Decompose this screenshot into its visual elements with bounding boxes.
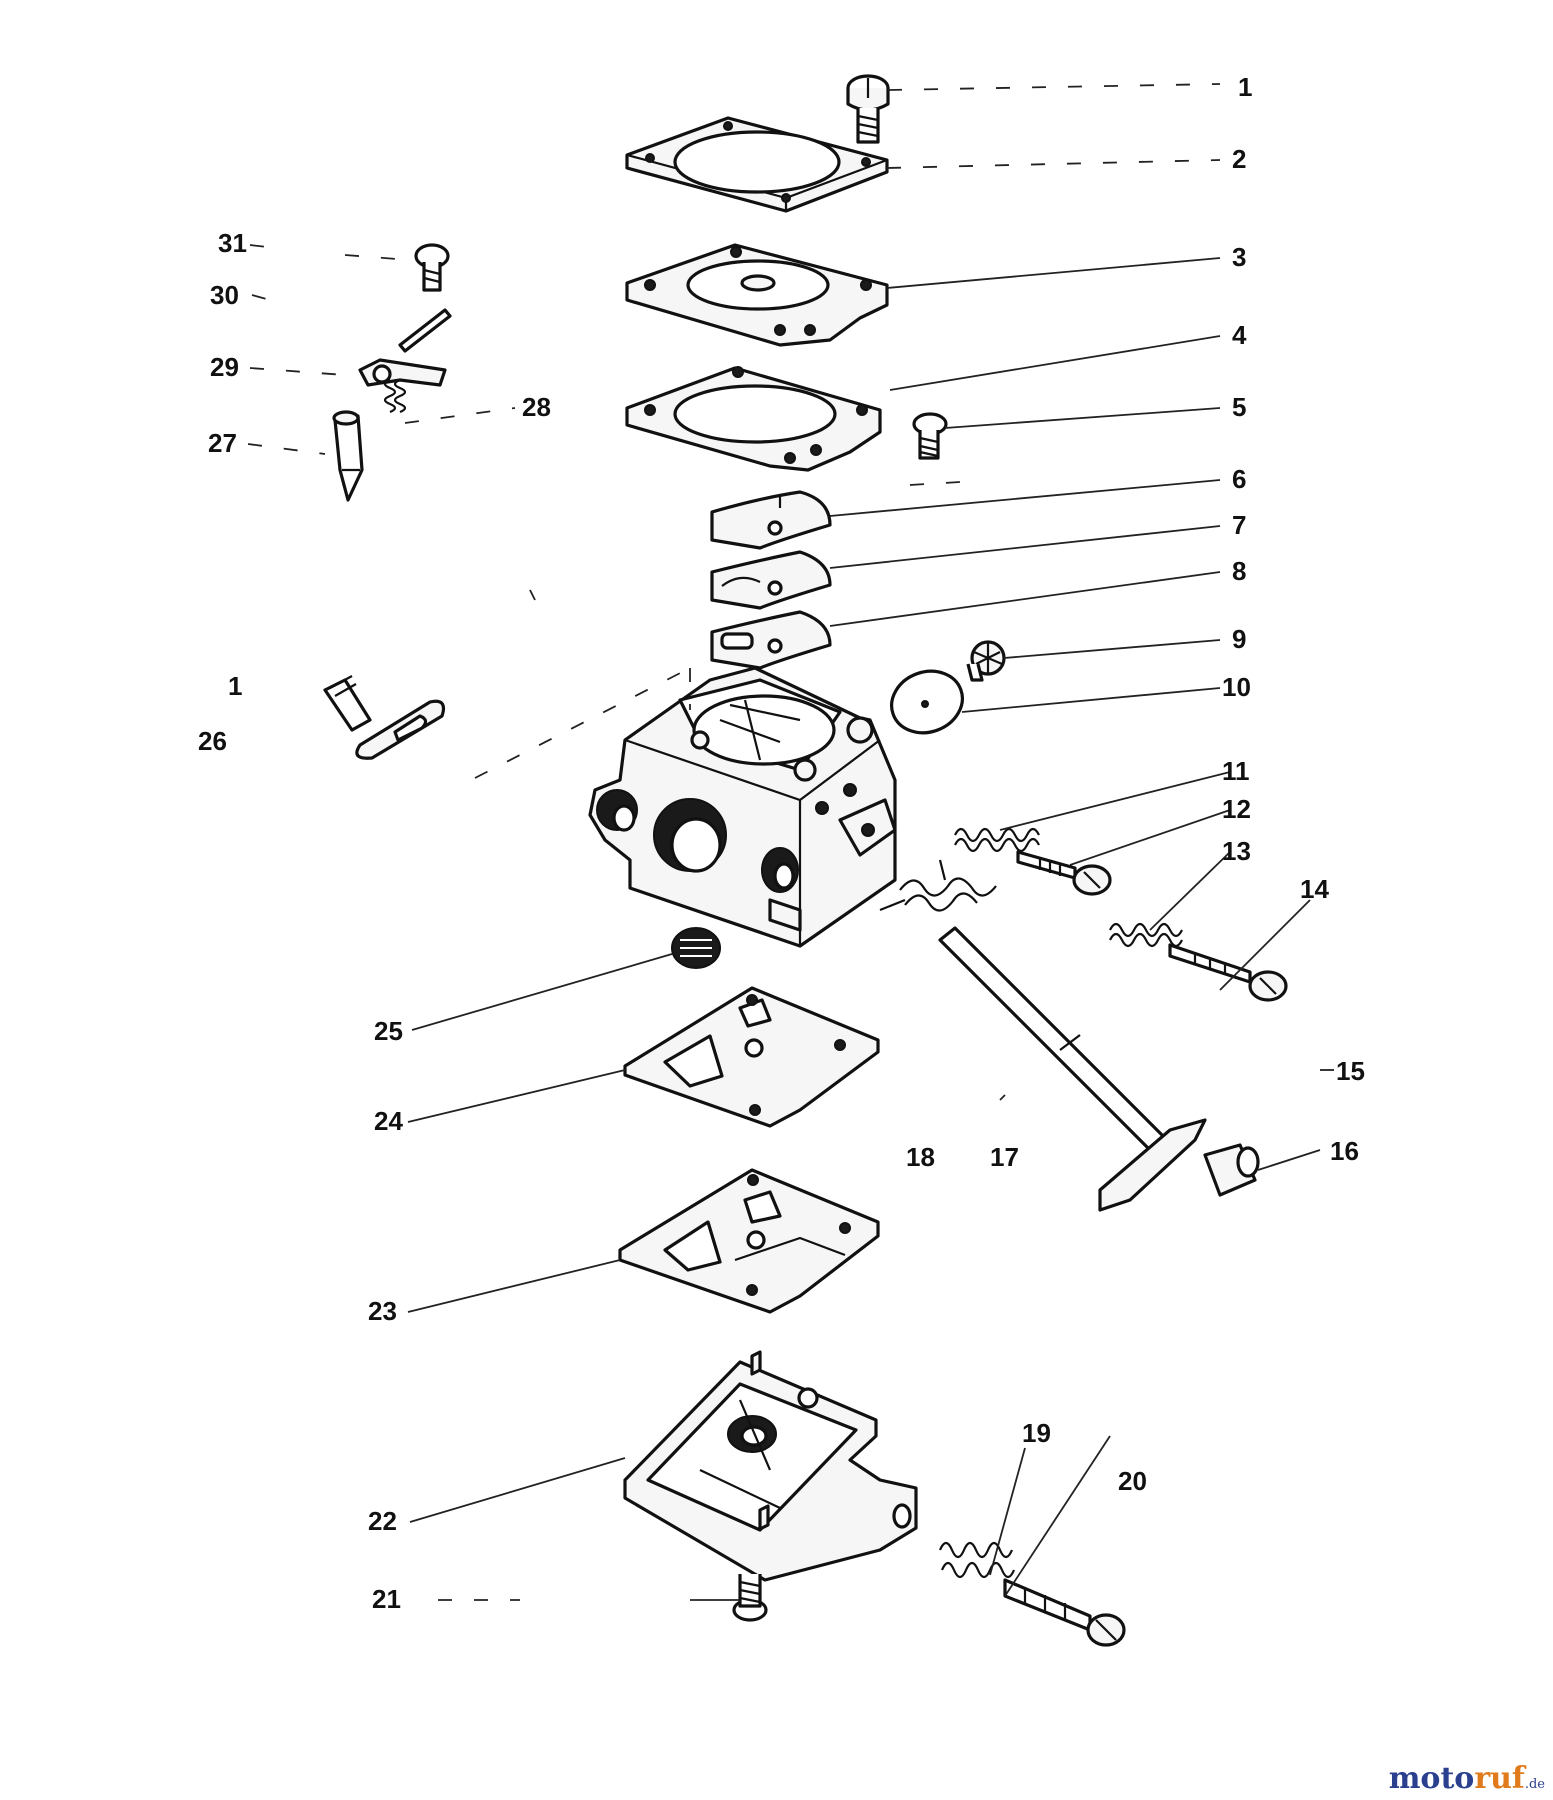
callout-25: 25 <box>374 1016 403 1046</box>
callout-18: 18 <box>906 1142 935 1172</box>
part-11-spring <box>954 827 1040 853</box>
part-31-screw <box>414 243 450 292</box>
part-7-plate <box>710 550 832 610</box>
callout-20: 20 <box>1118 1466 1147 1496</box>
callout-16: 16 <box>1330 1136 1359 1166</box>
part-27-inlet-needle <box>332 410 364 502</box>
callout-31: 31 <box>218 228 247 258</box>
part-9-screw <box>966 640 1006 682</box>
part-6-plate <box>710 490 832 550</box>
callout-12: 12 <box>1222 794 1251 824</box>
callout-2: 2 <box>1232 144 1246 174</box>
part-23-gasket <box>618 1168 880 1314</box>
callout-13: 13 <box>1222 836 1251 866</box>
callout-30: 30 <box>210 280 239 310</box>
callout-26-index-1: 1 <box>228 671 242 701</box>
callout-4: 4 <box>1232 320 1247 350</box>
callout-17: 17 <box>990 1142 1019 1172</box>
callout-5: 5 <box>1232 392 1246 422</box>
watermark-part-c: .de <box>1524 1777 1545 1792</box>
part-29-lever <box>358 358 447 387</box>
callout-27: 27 <box>208 428 237 458</box>
callout-22: 22 <box>368 1506 397 1536</box>
callout-1: 1 <box>1238 72 1252 102</box>
part-17-throttle-shaft <box>938 926 1207 1212</box>
callout-8: 8 <box>1232 556 1246 586</box>
callout-10: 10 <box>1222 672 1251 702</box>
callout-26: 26 <box>198 726 227 756</box>
part-1-screw <box>846 74 890 144</box>
watermark-logo: motoruf.de <box>1389 1761 1545 1796</box>
callout-15: 15 <box>1336 1056 1365 1086</box>
callout-19: 19 <box>1022 1418 1051 1448</box>
callout-21: 21 <box>372 1584 401 1614</box>
part-22-pump-cover <box>623 1350 918 1582</box>
part-10-disc <box>890 669 964 735</box>
watermark-part-a: moto <box>1388 1761 1475 1796</box>
leader-lines <box>247 83 1340 1601</box>
callout-24: 24 <box>374 1106 403 1136</box>
part-26-clip <box>323 675 446 760</box>
part-28-spring <box>383 378 407 414</box>
callout-6: 6 <box>1232 464 1246 494</box>
callout-9: 9 <box>1232 624 1246 654</box>
part-25-screen <box>671 927 721 969</box>
part-5-screw <box>912 412 948 460</box>
part-19-spring <box>938 1541 1016 1579</box>
part-16-plug <box>1203 1143 1260 1197</box>
part-20-screw <box>1003 1578 1126 1647</box>
callout-28: 28 <box>522 392 551 422</box>
part-30-pin <box>398 308 452 353</box>
watermark-part-b: ruf <box>1474 1761 1525 1796</box>
part-8-plate <box>710 610 832 670</box>
part-13-spring <box>1109 922 1183 948</box>
callout-23: 23 <box>368 1296 397 1326</box>
throttle-return-spring <box>879 859 997 912</box>
callout-labels: 1 2 3 4 5 6 7 8 9 10 11 12 13 14 15 16 1… <box>198 72 1365 1614</box>
part-14-needle-screw <box>1168 943 1288 1002</box>
part-24-gasket <box>623 986 880 1128</box>
callout-29: 29 <box>210 352 239 382</box>
part-21-screw <box>732 1574 768 1622</box>
carburetor-body <box>588 666 897 948</box>
part-2-cover-plate <box>625 116 889 213</box>
callout-7: 7 <box>1232 510 1246 540</box>
part-4-gasket <box>625 366 882 472</box>
part-3-metering-diaphragm <box>625 243 889 347</box>
callout-11: 11 <box>1222 756 1250 786</box>
callout-14: 14 <box>1300 874 1329 904</box>
callout-3: 3 <box>1232 242 1246 272</box>
part-12-needle-screw <box>1016 850 1112 896</box>
